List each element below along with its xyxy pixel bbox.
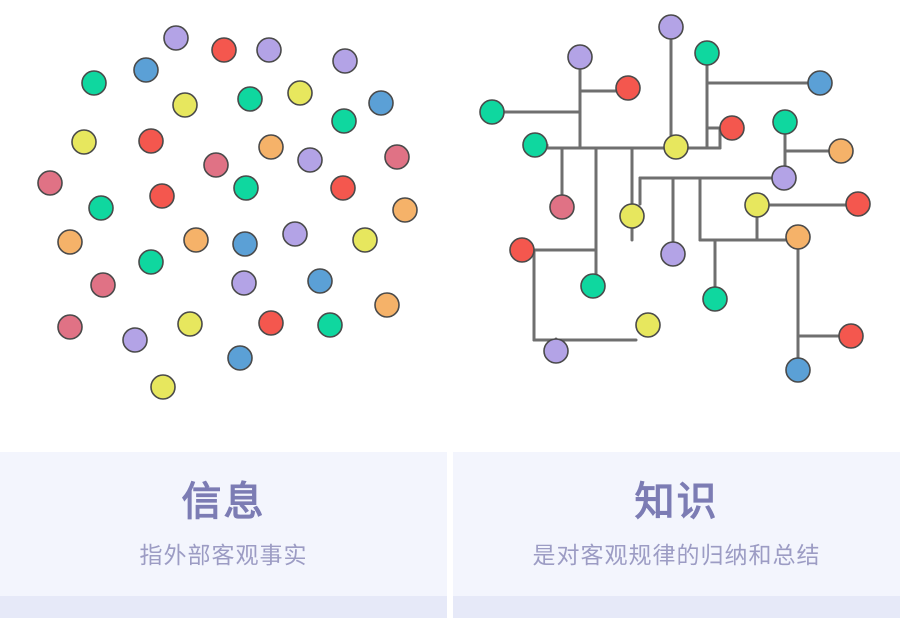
scatter-dot: [138, 128, 164, 154]
scatter-dot: [307, 268, 333, 294]
scatter-dot: [81, 70, 107, 96]
scatter-dot: [282, 221, 308, 247]
network-svg: [479, 14, 871, 383]
scatter-dot: [258, 310, 284, 336]
card-information-title: 信息: [181, 480, 266, 524]
scatter-dot: [57, 229, 83, 255]
scatter-dot: [37, 170, 63, 196]
network-node: [719, 115, 745, 141]
network-node: [663, 134, 689, 160]
card-information-subtitle: 指外部客观事实: [139, 542, 308, 568]
scatter-dot: [133, 57, 159, 83]
scatter-dot: [122, 327, 148, 353]
scatter-dot: [297, 147, 323, 173]
scatter-dot: [90, 272, 116, 298]
scatter-dot: [71, 129, 97, 155]
scatter-dot: [232, 231, 258, 257]
network-node: [549, 194, 575, 220]
scatter-dot: [256, 37, 282, 63]
network-node: [580, 273, 606, 299]
scatter-dot: [88, 195, 114, 221]
network-node: [660, 241, 686, 267]
scatter-dot: [57, 314, 83, 340]
network-node: [479, 99, 505, 125]
scatter-svg: [37, 25, 418, 400]
network-node: [828, 138, 854, 164]
information-scatter-illustration: [0, 0, 450, 440]
scatter-dot: [287, 80, 313, 106]
scatter-dot: [237, 86, 263, 112]
card-knowledge[interactable]: 知识 是对客观规律的归纳和总结: [453, 452, 900, 618]
network-node: [615, 75, 641, 101]
scatter-dot: [233, 175, 259, 201]
scatter-dot: [352, 227, 378, 253]
illustration-area: [0, 0, 900, 440]
network-node: [635, 312, 661, 338]
card-knowledge-footer-bar: [453, 596, 900, 618]
network-node: [658, 14, 684, 40]
network-node: [543, 338, 569, 364]
scatter-dot: [183, 227, 209, 253]
network-node: [771, 165, 797, 191]
scatter-dot: [392, 197, 418, 223]
card-knowledge-title: 知识: [634, 480, 719, 524]
network-node: [702, 286, 728, 312]
scatter-dot: [231, 270, 257, 296]
scatter-dot: [163, 25, 189, 51]
scatter-dot: [211, 37, 237, 63]
network-node: [785, 224, 811, 250]
scatter-dot: [368, 90, 394, 116]
scatter-dot: [227, 345, 253, 371]
knowledge-network-illustration: [450, 0, 900, 440]
network-node: [785, 357, 811, 383]
scatter-dot: [374, 292, 400, 318]
scatter-dot: [203, 152, 229, 178]
scatter-dot: [149, 183, 175, 209]
card-information[interactable]: 信息 指外部客观事实: [0, 452, 447, 618]
network-node: [807, 70, 833, 96]
scatter-dot: [177, 311, 203, 337]
scatter-dot: [258, 134, 284, 160]
scatter-dot: [332, 48, 358, 74]
network-node: [567, 44, 593, 70]
scatter-dot: [384, 144, 410, 170]
network-node: [694, 40, 720, 66]
scatter-dot: [150, 374, 176, 400]
card-knowledge-subtitle: 是对客观规律的归纳和总结: [532, 542, 821, 568]
network-node: [744, 192, 770, 218]
network-node: [772, 109, 798, 135]
scatter-dot: [138, 249, 164, 275]
network-node: [845, 191, 871, 217]
network-node: [522, 132, 548, 158]
scatter-dot: [172, 92, 198, 118]
network-node: [509, 237, 535, 263]
scatter-dot: [317, 312, 343, 338]
network-node: [838, 323, 864, 349]
network-node: [619, 203, 645, 229]
scatter-dot: [331, 108, 357, 134]
scatter-dot: [330, 175, 356, 201]
card-information-footer-bar: [0, 596, 447, 618]
caption-cards: 信息 指外部客观事实 知识 是对客观规律的归纳和总结: [0, 452, 900, 618]
